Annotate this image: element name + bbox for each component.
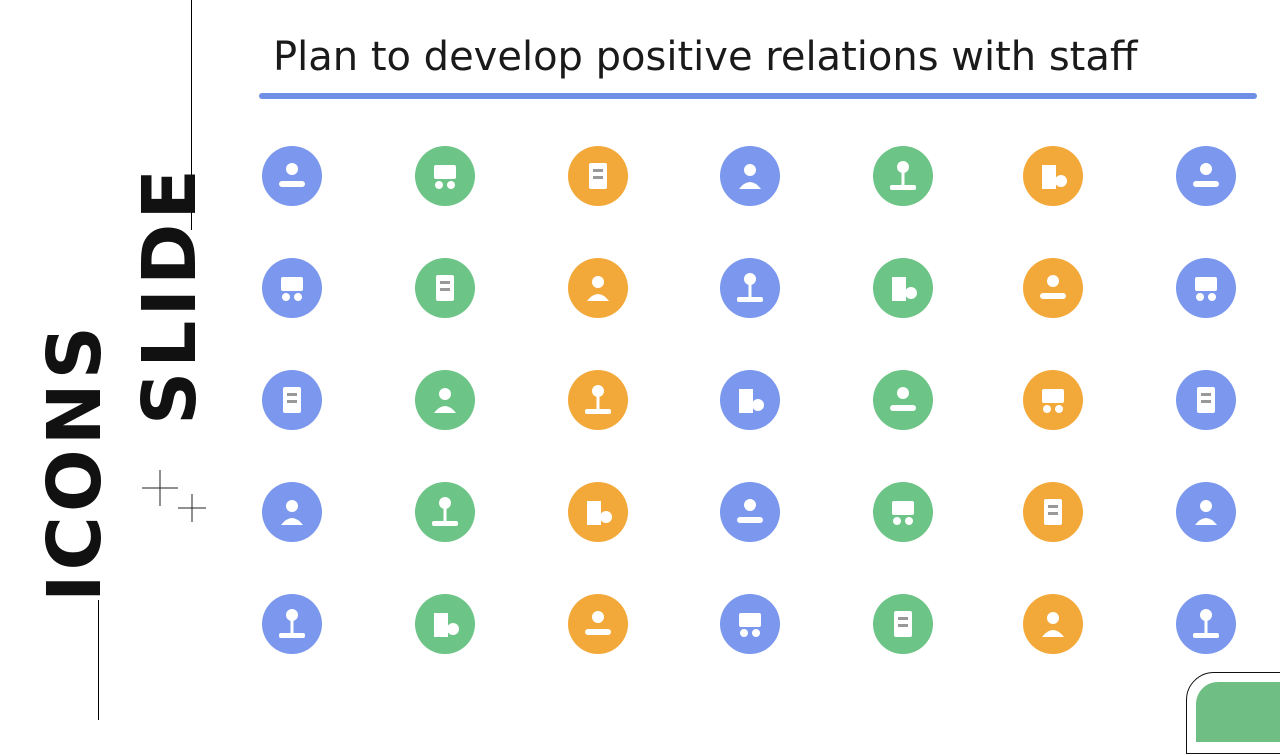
team-group-icon [720,594,780,654]
clipboard-chart-icon [1176,482,1236,542]
corner-decoration-fill [1196,682,1280,742]
task-list-icon [568,482,628,542]
page-title: Plan to develop positive relations with … [273,34,1138,80]
sparkle-icon [142,470,206,522]
checklist-calendar-icon [1176,594,1236,654]
office-building-info-icon [1023,146,1083,206]
presentation-icon [873,594,933,654]
monitor-icon [720,370,780,430]
process-cycle-icon [720,482,780,542]
employee-feedback-icon [720,146,780,206]
team-brain-icon [1023,482,1083,542]
report-calendar-icon [1176,370,1236,430]
kpi-laptop-icon [1176,258,1236,318]
team-idea-icon [1023,370,1083,430]
checklist-clipboard-icon [720,258,780,318]
money-hand-icon [873,370,933,430]
resume-search-icon [415,258,475,318]
team-discussion-icon [415,146,475,206]
rating-hand-icon [415,370,475,430]
hand-key-icon [262,146,322,206]
trophy-hand-icon [262,258,322,318]
calendar-icon [1176,146,1236,206]
shield-hand-icon [262,594,322,654]
info-document-icon [415,482,475,542]
side-title-icons: ICONS [32,322,118,602]
online-meeting-icon [873,258,933,318]
calendar-chart-icon [1023,594,1083,654]
money-gift-icon [1023,258,1083,318]
search-icon [568,594,628,654]
settings-cycle-icon [568,370,628,430]
ballot-box-icon [415,594,475,654]
vertical-rule-top [191,0,192,230]
growth-plant-money-icon [873,146,933,206]
handshake-contract-icon [262,370,322,430]
team-cycle-icon [262,482,322,542]
title-underline [259,93,1257,99]
finance-calculator-icon [568,146,628,206]
mobile-approval-icon [568,258,628,318]
side-title-slide: SLIDE [127,165,213,425]
vertical-rule-bottom [98,600,99,720]
team-meeting-icon [873,482,933,542]
